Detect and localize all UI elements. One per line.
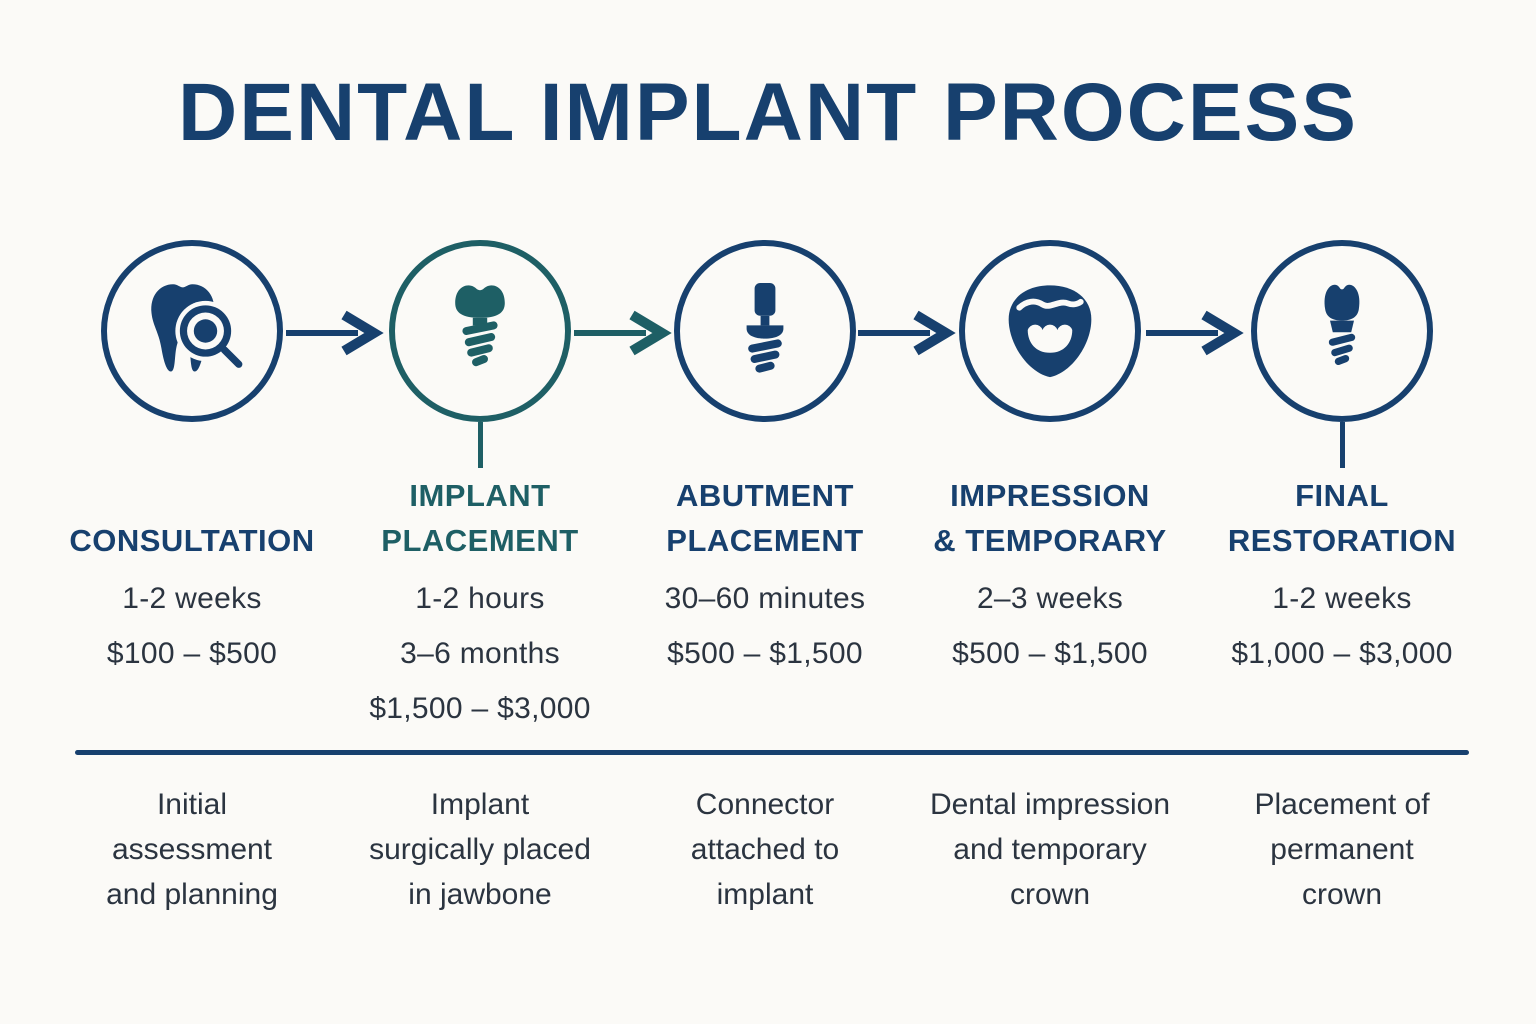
implant-screw-icon	[455, 285, 505, 367]
connector-zone	[330, 422, 630, 468]
page-title: DENTAL IMPLANT PROCESS	[178, 67, 1358, 158]
step-cost: $1,000 – $3,000	[1231, 637, 1453, 670]
connector-zone	[42, 422, 342, 468]
step-description: Dental impression and temporary crown	[929, 788, 1171, 911]
step-circle	[959, 240, 1141, 422]
arrow-right-icon	[286, 305, 386, 361]
step-description: Implant surgically placed in jawbone	[369, 788, 591, 911]
connector-zone	[615, 422, 915, 468]
tooth-magnifier-icon	[151, 284, 243, 372]
step-duration: 1-2 hours	[415, 582, 545, 615]
step-cost: $100 – $500	[106, 637, 278, 670]
step-name: CONSULTATION	[69, 523, 315, 559]
step-connector-line	[477, 422, 483, 468]
divider-line	[75, 750, 1469, 755]
crown-implant-icon	[1324, 284, 1360, 365]
step-column-consultation: CONSULTATION 1-2 weeks $100 – $500	[42, 240, 342, 674]
step-cost: $500 – $1,500	[952, 637, 1148, 670]
step-column-impression-temporary: IMPRESSION & TEMPORARY 2–3 weeks $500 – …	[900, 240, 1200, 674]
step-circle	[1251, 240, 1433, 422]
step-circle	[674, 240, 856, 422]
step-duration: 1-2 weeks	[122, 582, 262, 615]
step-name: FINAL RESTORATION	[1227, 478, 1457, 559]
step-duration: 30–60 minutes	[664, 582, 866, 615]
abutment-icon	[746, 283, 784, 373]
arrow-right-icon	[574, 305, 674, 361]
step-name: ABUTMENT PLACEMENT	[666, 478, 864, 559]
step-description: Connector attached to implant	[690, 788, 840, 911]
step-duration: 2–3 weeks	[976, 582, 1124, 615]
step-name: IMPLANT PLACEMENT	[381, 478, 579, 559]
step-column-final-restoration: FINAL RESTORATION 1-2 weeks $1,000 – $3,…	[1192, 240, 1492, 674]
step-connector-line	[1339, 422, 1345, 468]
step-cost: $1,500 – $3,000	[369, 692, 591, 725]
step-circle	[389, 240, 571, 422]
step-circle	[101, 240, 283, 422]
step-name: IMPRESSION & TEMPORARY	[933, 478, 1167, 559]
dental-impression-icon	[1008, 285, 1092, 378]
arrow-right-icon	[1146, 305, 1246, 361]
step-cost: $500 – $1,500	[667, 637, 863, 670]
connector-zone	[1192, 422, 1492, 468]
step-description: Initial assessment and planning	[106, 788, 278, 911]
step-duration: 1-2 weeks	[1272, 582, 1412, 615]
arrow-right-icon	[858, 305, 958, 361]
step-column-abutment-placement: ABUTMENT PLACEMENT 30–60 minutes $500 – …	[615, 240, 915, 674]
step-column-implant-placement: IMPLANT PLACEMENT 1-2 hours 3–6 months $…	[330, 240, 630, 729]
step-duration: 3–6 months	[400, 637, 560, 670]
connector-zone	[900, 422, 1200, 468]
step-description: Placement of permanent crown	[1254, 788, 1430, 911]
